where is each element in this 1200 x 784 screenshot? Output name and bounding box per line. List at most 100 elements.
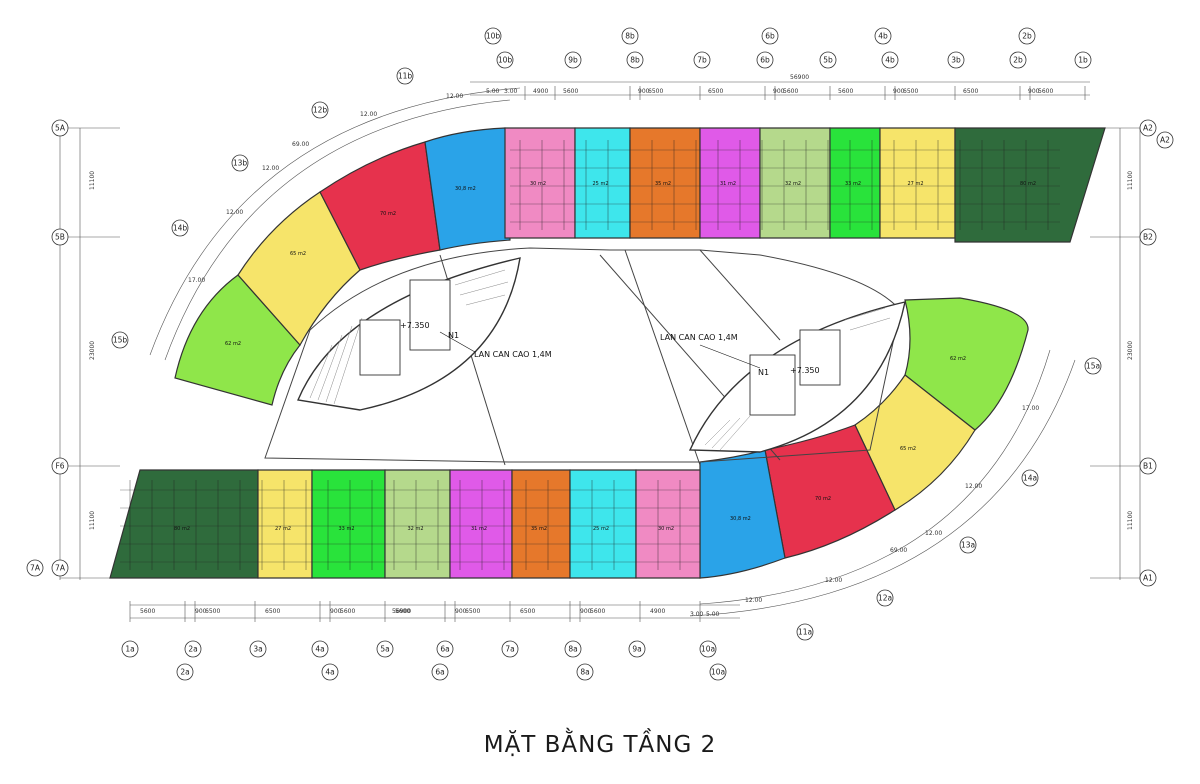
- grid-bubble-left-2: F6: [51, 457, 69, 475]
- right-void: [688, 301, 906, 453]
- svg-text:10a: 10a: [711, 668, 725, 677]
- svg-text:A1: A1: [1143, 574, 1153, 583]
- top-span-3: 6500: [648, 88, 663, 95]
- grid-bubble-bot1-9: 10a: [699, 640, 717, 658]
- svg-text:8b: 8b: [625, 32, 635, 41]
- area-top-cyan: 25 m2: [593, 181, 609, 187]
- svg-text:12.00: 12.00: [262, 165, 279, 172]
- svg-text:7a: 7a: [505, 645, 514, 654]
- area-blue-left: 30,8 m2: [455, 186, 476, 192]
- bottom-span-0: 5600: [140, 608, 155, 615]
- svg-text:14a: 14a: [1023, 474, 1037, 483]
- svg-text:12.00: 12.00: [965, 483, 982, 490]
- bottom-span-2: 6500: [205, 608, 220, 615]
- svg-text:3a: 3a: [253, 645, 262, 654]
- bottom-small-dim-1: 3.00: [690, 611, 704, 618]
- core-label-left: N1: [448, 331, 459, 340]
- area-top-magenta: 31 m2: [720, 181, 736, 187]
- bottom-total-dim: 56900: [392, 608, 411, 615]
- plan-title: MẶT BẰNG TẦNG 2: [483, 732, 717, 758]
- svg-text:12a: 12a: [878, 594, 892, 603]
- unit-lime-right[interactable]: [904, 297, 1029, 431]
- core-label-right: N1: [758, 368, 769, 377]
- unit-bottom-darkgreen[interactable]: [109, 469, 259, 579]
- bottom-span-12: 4900: [650, 608, 665, 615]
- arc-dims-top: 12.00 12.00 69.00 12.00 12.00 17.00: [188, 93, 463, 284]
- svg-text:13b: 13b: [233, 159, 248, 168]
- top-span-0: 4900: [533, 88, 548, 95]
- area-top-yellow: 27 m2: [908, 181, 924, 187]
- area-bottom-cyan: 25 m2: [593, 526, 609, 532]
- side-dims: 11100 23000 11100 11100 23000 11100: [89, 171, 1134, 530]
- svg-text:13a: 13a: [961, 541, 975, 550]
- svg-text:12.00: 12.00: [360, 111, 377, 118]
- top-small-dim-1: 5.00: [486, 88, 500, 95]
- grid-bubble-bot2-3: 8a: [576, 663, 594, 681]
- grid-bubble-curve-bot-3: 14a: [1021, 469, 1039, 487]
- area-top-darkgreen: 80 m2: [1020, 181, 1036, 187]
- top-span-12: 5600: [1038, 88, 1053, 95]
- bottom-span-10: 900: [580, 608, 592, 615]
- svg-text:7A: 7A: [55, 564, 66, 573]
- grid-bubble-top2-3: 7b: [693, 51, 711, 69]
- bottom-span-3: 6500: [265, 608, 280, 615]
- unit-bottom-magenta[interactable]: [449, 469, 513, 579]
- svg-text:6a: 6a: [440, 645, 449, 654]
- svg-text:12.00: 12.00: [745, 597, 762, 604]
- bottom-span-6: 5600: [395, 608, 410, 615]
- unit-bottom-green[interactable]: [311, 469, 386, 579]
- svg-text:11100: 11100: [89, 511, 96, 530]
- unit-bottom-pink[interactable]: [635, 469, 701, 579]
- unit-bottom-orange[interactable]: [511, 469, 571, 579]
- svg-text:4a: 4a: [325, 668, 334, 677]
- grid-bubble-top1-0: 10b: [484, 27, 502, 45]
- grid-bubble-top1-3: 4b: [874, 27, 892, 45]
- area-red-left: 70 m2: [380, 211, 396, 217]
- svg-text:1a: 1a: [125, 645, 134, 654]
- bottom-span-8: 6500: [465, 608, 480, 615]
- svg-text:12.00: 12.00: [446, 93, 463, 100]
- top-span-9: 6500: [903, 88, 918, 95]
- bottom-span-9: 6500: [520, 608, 535, 615]
- svg-text:6a: 6a: [435, 668, 444, 677]
- unit-bottom-lightgreen[interactable]: [384, 469, 451, 579]
- left-void-hatch: [309, 269, 509, 405]
- unit-bottom-cyan[interactable]: [569, 469, 637, 579]
- svg-text:2a: 2a: [180, 668, 189, 677]
- top-span-8: 900: [893, 88, 905, 95]
- grid-bubble-bot1-4: 5a: [376, 640, 394, 658]
- svg-text:8b: 8b: [630, 56, 640, 65]
- svg-text:69.00: 69.00: [890, 547, 907, 554]
- grid-bubble-bot1-0: 1a: [121, 640, 139, 658]
- svg-text:2a: 2a: [188, 645, 197, 654]
- svg-text:8a: 8a: [580, 668, 589, 677]
- svg-text:10a: 10a: [701, 645, 715, 654]
- svg-text:17.00: 17.00: [188, 277, 205, 284]
- grid-bubble-top1-4: 2b: [1018, 27, 1036, 45]
- svg-text:4a: 4a: [315, 645, 324, 654]
- grid-bubble-left-extra: 7A: [26, 559, 44, 577]
- svg-text:9a: 9a: [632, 645, 641, 654]
- grid-bubble-bot1-7: 8a: [564, 640, 582, 658]
- top-span-10: 6500: [963, 88, 978, 95]
- grid-bubble-bot2-0: 2a: [176, 663, 194, 681]
- svg-text:4b: 4b: [878, 32, 888, 41]
- svg-text:23000: 23000: [89, 341, 96, 360]
- svg-text:23000: 23000: [1127, 341, 1134, 360]
- bottom-small-dim-2: 5.00: [706, 611, 720, 618]
- grid-bubble-bot1-5: 6a: [436, 640, 454, 658]
- unit-bottom-yellow[interactable]: [257, 469, 313, 579]
- svg-text:15a: 15a: [1086, 362, 1100, 371]
- grid-bubble-bot2-1: 4a: [321, 663, 339, 681]
- right-curved-wing: [699, 297, 1029, 579]
- area-bottom-orange: 35 m2: [531, 526, 547, 532]
- area-bottom-lightgreen: 32 m2: [408, 526, 424, 532]
- svg-text:69.00: 69.00: [292, 141, 309, 148]
- top-small-dim-2: 3.00: [504, 88, 518, 95]
- grid-bubble-bot1-6: 7a: [501, 640, 519, 658]
- svg-text:11100: 11100: [1127, 511, 1134, 530]
- svg-text:8a: 8a: [568, 645, 577, 654]
